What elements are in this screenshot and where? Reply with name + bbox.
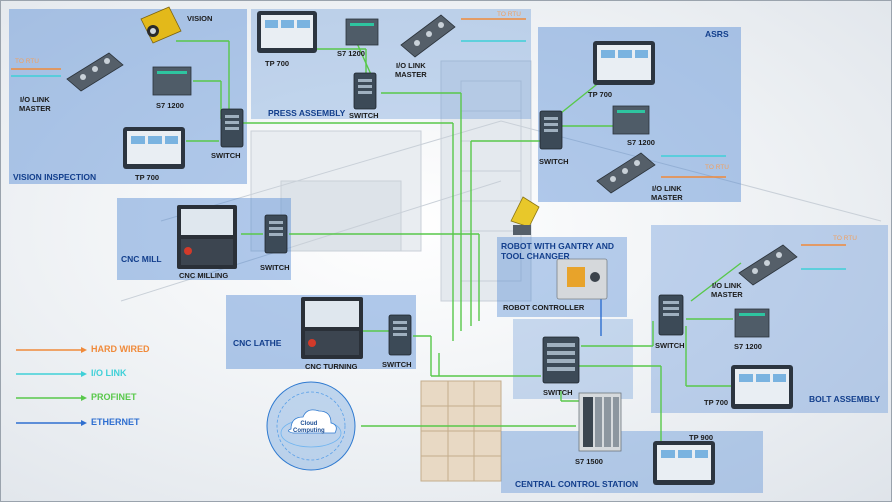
label-switch-bolt: SWITCH — [655, 341, 685, 350]
legend-hard-wired: HARD WIRED — [91, 344, 150, 354]
label-io-link-master-asrs: I/O LINK MASTER — [651, 184, 683, 202]
cnc-turning-icon — [301, 297, 363, 359]
s7-1500-icon — [578, 392, 622, 452]
label-switch-cnc-mill: SWITCH — [260, 263, 290, 272]
label-to-rtu-bolt: TO RTU — [833, 235, 857, 242]
label-tp700-vision: TP 700 — [135, 173, 160, 182]
label-s7-1200-press: S7 1200 — [337, 49, 365, 58]
cloud-line1: Cloud — [300, 421, 318, 427]
label-robot-controller: ROBOT CONTROLLER — [503, 303, 585, 312]
zone-title-central-control: CENTRAL CONTROL STATION — [515, 479, 639, 489]
cloud-line2: Computing — [293, 428, 325, 434]
label-tp900: TP 900 — [689, 433, 714, 442]
label-s7-1200-bolt: S7 1200 — [734, 342, 762, 351]
io-link-line1: I/O LINK — [712, 281, 742, 290]
label-switch-asrs: SWITCH — [539, 157, 569, 166]
label-switch-vision: SWITCH — [211, 151, 241, 160]
label-to-rtu-asrs: TO RTU — [705, 164, 729, 171]
io-link-line2: MASTER — [395, 70, 427, 79]
vision-camera-icon — [140, 6, 182, 44]
legend-profinet: PROFINET — [91, 392, 137, 402]
legend-io-link: I/O LINK — [91, 368, 127, 378]
io-link-line2: MASTER — [19, 104, 51, 113]
zone-title-press-assembly: PRESS ASSEMBLY — [268, 108, 346, 118]
robot-controller-icon — [556, 258, 608, 300]
zone-title-asrs: ASRS — [705, 29, 729, 39]
label-s7-1200-vision: S7 1200 — [156, 101, 184, 110]
label-io-link-master-bolt: I/O LINK MASTER — [711, 281, 743, 299]
label-to-rtu-press: TO RTU — [497, 11, 521, 18]
label-vision: VISION — [187, 14, 213, 23]
label-tp700-bolt: TP 700 — [704, 398, 729, 407]
label-switch-central: SWITCH — [543, 388, 573, 397]
label-s7-1200-asrs: S7 1200 — [627, 138, 655, 147]
label-cloud-computing: Cloud Computing — [293, 421, 325, 435]
cnc-milling-icon — [177, 205, 237, 269]
zone-title-cnc-lathe: CNC LATHE — [233, 338, 282, 348]
label-s7-1500: S7 1500 — [575, 457, 603, 466]
label-switch-press: SWITCH — [349, 111, 379, 120]
io-link-line2: MASTER — [651, 193, 683, 202]
label-tp700-press: TP 700 — [265, 59, 290, 68]
io-link-line1: I/O LINK — [20, 95, 50, 104]
cloud-computing-icon — [266, 381, 356, 471]
label-switch-cnc-lathe: SWITCH — [382, 360, 412, 369]
zone-title-robot: ROBOT WITH GANTRY AND TOOL CHANGER — [501, 241, 615, 261]
label-to-rtu-vision: TO RTU — [15, 58, 39, 65]
zone-title-bolt-assembly: BOLT ASSEMBLY — [809, 394, 880, 404]
label-io-link-master-vision: I/O LINK MASTER — [19, 95, 51, 113]
io-link-line1: I/O LINK — [652, 184, 682, 193]
zone-title-vision-inspection: VISION INSPECTION — [13, 172, 97, 182]
label-cnc-turning: CNC TURNING — [305, 362, 358, 371]
robot-arm-icon — [510, 196, 540, 235]
label-cnc-milling: CNC MILLING — [179, 271, 229, 280]
label-tp700-asrs: TP 700 — [588, 90, 613, 99]
s7-1200-press-icon — [345, 18, 379, 46]
legend-ethernet: ETHERNET — [91, 417, 140, 427]
zone-title-cnc-mill: CNC MILL — [121, 254, 162, 264]
zone-central-control — [501, 431, 763, 493]
io-link-line1: I/O LINK — [396, 61, 426, 70]
io-link-line2: MASTER — [711, 290, 743, 299]
label-io-link-master-press: I/O LINK MASTER — [395, 61, 427, 79]
